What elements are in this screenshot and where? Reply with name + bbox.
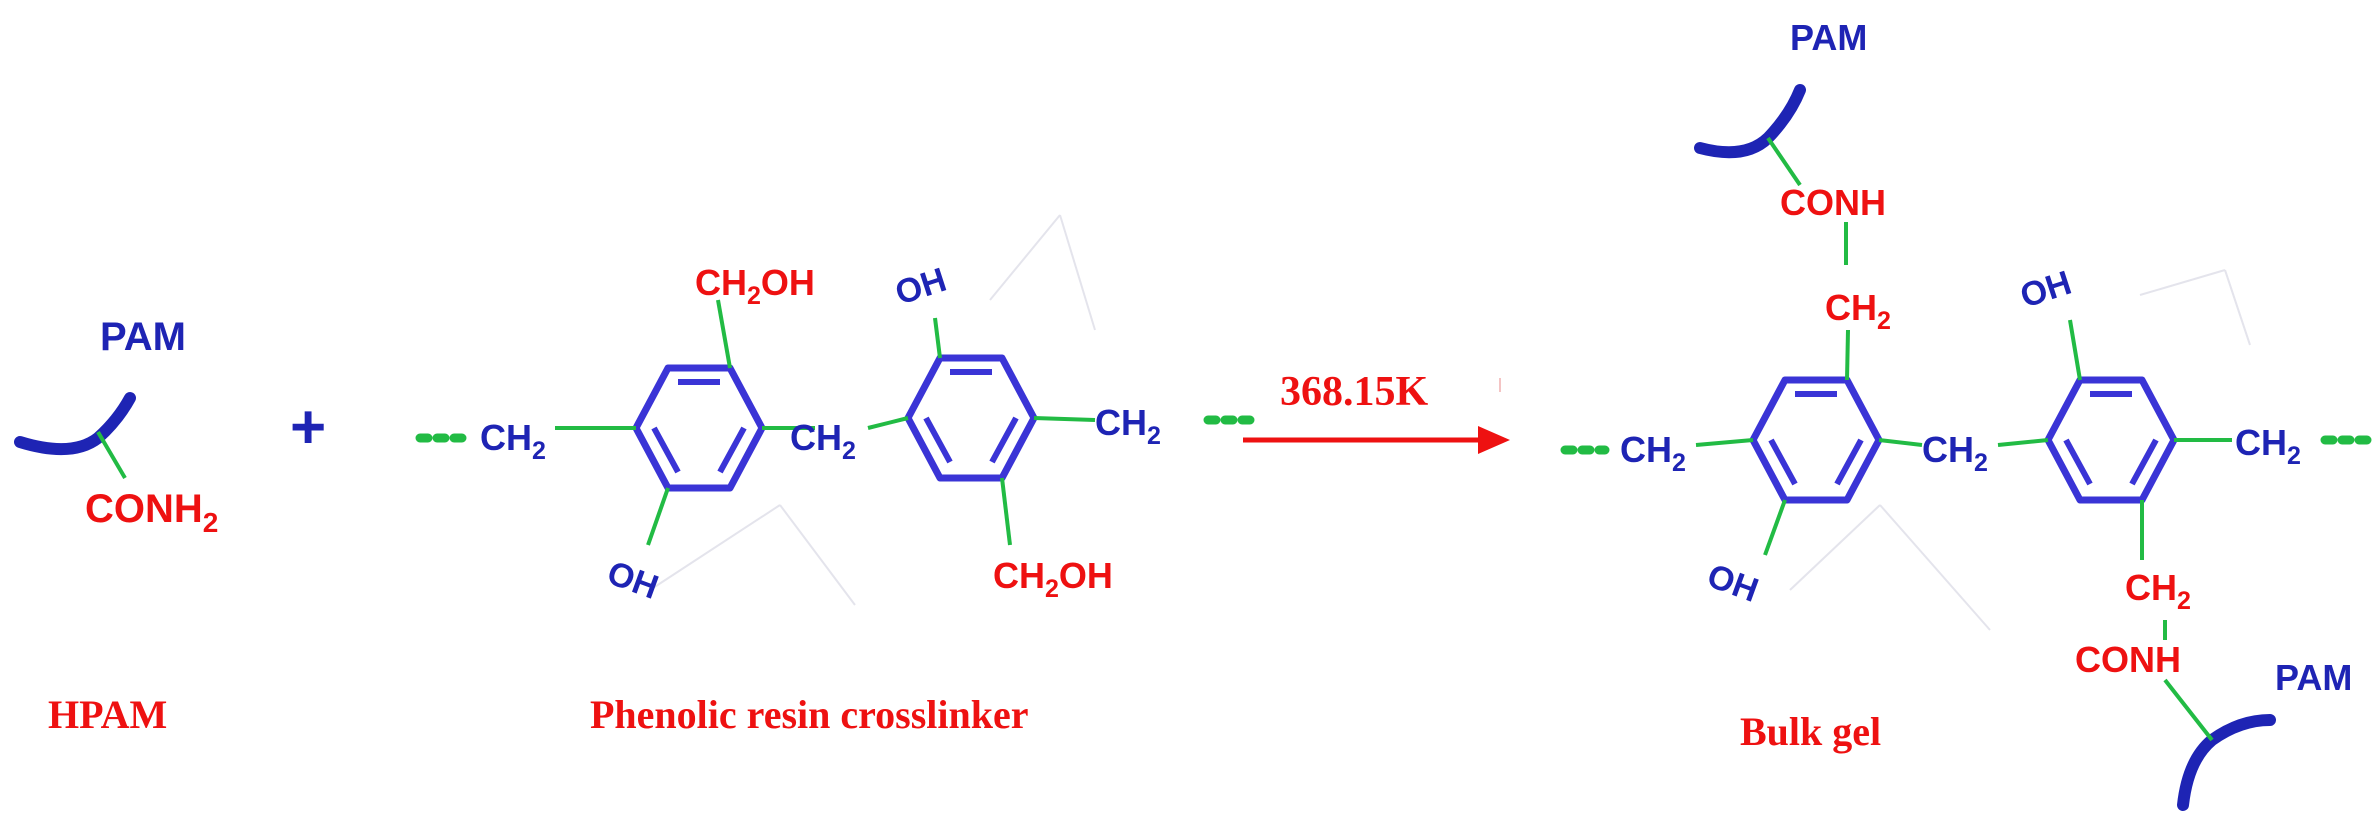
resin-structure: CH2 CH2 CH2 CH2OH CH2OH OH OH Phenolic r… [415, 214, 1261, 737]
gel-ch2-left: CH2 [1620, 429, 1686, 477]
resin-oh-left: OH [602, 554, 663, 607]
hpam-conh2-label: CONH2 [85, 487, 218, 538]
hpam-caption: HPAM [48, 692, 167, 737]
resin-ring-2-double-bonds [923, 369, 1019, 464]
gel-pam-bottom-label: PAM [2275, 657, 2352, 698]
gel-pam-bottom-arc [2177, 714, 2276, 811]
pam-chain-arc [14, 392, 136, 456]
gel-ring-2-double-bonds [2063, 391, 2159, 486]
resin-ch2oh-top: CH2OH [695, 262, 815, 310]
resin-ch2-bridge: CH2 [790, 417, 856, 465]
gel-conh-top: CONH [1780, 182, 1886, 223]
gel-ch2-right: CH2 [2235, 422, 2301, 470]
gel-ch2-bridge: CH2 [1922, 429, 1988, 477]
gel-oh-right: OH [2016, 264, 2076, 316]
gel-ch2-link-bottom: CH2 [2125, 567, 2191, 615]
hpam-bond [96, 430, 127, 480]
hpam-structure: PAM CONH2 HPAM [14, 315, 218, 737]
gel-oh-left: OH [1702, 557, 1763, 610]
gel-caption: Bulk gel [1740, 709, 1881, 754]
resin-ch2-left: CH2 [480, 417, 546, 465]
gel-pam-top-arc [1694, 84, 1806, 159]
gel-ring-1-double-bonds [1768, 391, 1864, 486]
reaction-condition: 368.15K [1280, 369, 1429, 415]
resin-oh-right: OH [891, 261, 951, 313]
gel-ch2-link-top: CH2 [1825, 287, 1891, 335]
resin-caption: Phenolic resin crosslinker [590, 692, 1029, 737]
reaction-arrowhead [1478, 426, 1510, 454]
hpam-pam-label: PAM [100, 315, 186, 359]
gel-conh-bottom: CONH [2075, 639, 2181, 680]
plus-sign: + [290, 393, 326, 462]
reaction-arrow-group: 368.15K [1243, 369, 1510, 454]
resin-ring-1-double-bonds [651, 379, 747, 474]
resin-ch2-right: CH2 [1095, 402, 1161, 450]
gel-pam-top-label: PAM [1790, 17, 1867, 58]
bulk-gel-structure: PAM PAM [1560, 17, 2375, 811]
resin-ch2oh-bottom: CH2OH [993, 555, 1113, 603]
